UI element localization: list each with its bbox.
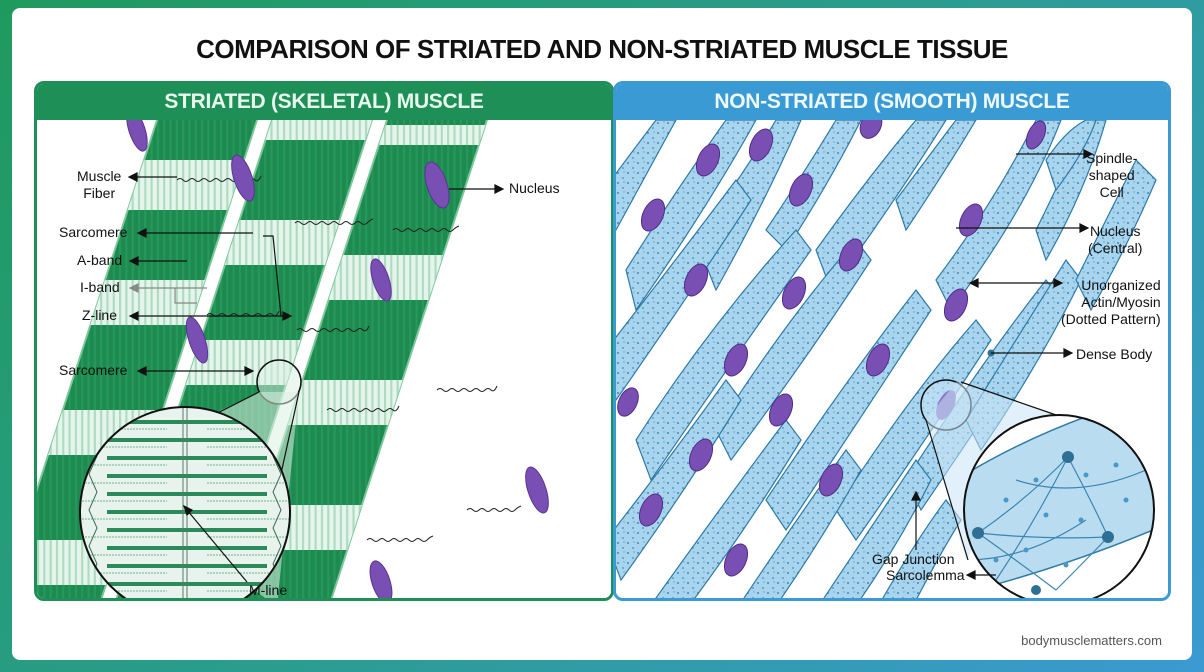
label-sarcolemma: Sarcolemma [886,567,965,583]
label-gap-junction: Gap Junction [872,551,955,567]
smooth-muscle-panel: NON-STRIATED (SMOOTH) MUSCLE [613,81,1171,601]
nucleus-icon [126,120,549,598]
label-m-line: M-line [249,582,288,598]
muscle-fiber-1 [37,120,262,598]
spindle-cells [616,120,1157,598]
striated-panel-header: STRIATED (SKELETAL) MUSCLE [37,84,611,120]
label-nucleus: Nucleus [509,180,560,196]
nucleus-icon [617,120,1047,577]
smooth-illustration-area: Spindle- shaped Cell Nucleus (Central) U… [616,120,1168,598]
striated-illustration-area: Muscle Fiber Sarcomere A-band I-band Z-l… [37,120,611,598]
sarcomere-zoom-view [80,407,290,598]
smooth-panel-header: NON-STRIATED (SMOOTH) MUSCLE [616,84,1168,120]
label-unorganized-actin-myosin: Unorganized Actin/Myosin (Dotted Pattern… [1061,277,1161,327]
label-dense-body: Dense Body [1076,346,1153,362]
label-sarcomere-top: Sarcomere [59,224,128,240]
label-nucleus-central: Nucleus (Central) [1088,223,1143,256]
skeletal-muscle-illustration [37,120,549,598]
website-credit: bodymusclematters.com [1021,633,1162,648]
label-muscle-fiber: Muscle Fiber [77,168,122,201]
striated-muscle-panel: STRIATED (SKELETAL) MUSCLE [34,81,614,601]
label-spindle-shaped-cell: Spindle- shaped Cell [1086,150,1138,200]
page-title: COMPARISON OF STRIATED AND NON-STRIATED … [196,34,1008,64]
dense-body-zoom-view [964,415,1154,598]
label-a-band: A-band [77,252,123,268]
label-i-band: I-band [80,279,120,295]
label-z-line: Z-line [82,307,118,323]
diagram-card: COMPARISON OF STRIATED AND NON-STRIATED … [12,8,1192,660]
smooth-muscle-illustration [616,120,1157,598]
label-sarcomere-bottom: Sarcomere [59,362,128,378]
